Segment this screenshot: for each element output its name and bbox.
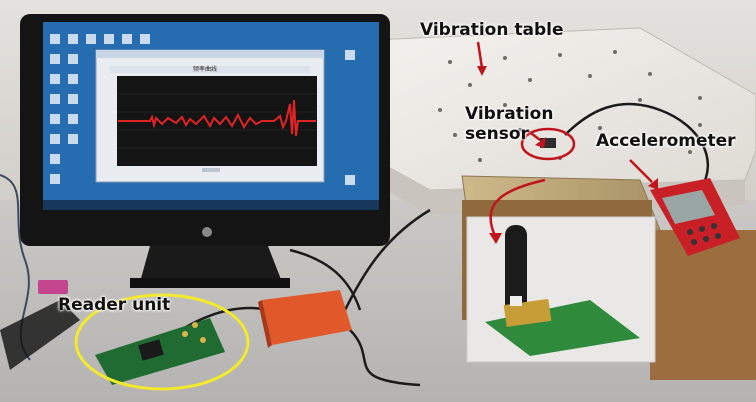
keyboard xyxy=(0,300,80,370)
reader-board xyxy=(95,318,225,385)
cardboard-box xyxy=(650,230,756,380)
reader-unit-label: Reader unit xyxy=(58,295,171,315)
signal-trace xyxy=(118,99,316,137)
arrow-head-accelerometer xyxy=(648,178,658,190)
usb-dongle xyxy=(38,280,68,294)
cables xyxy=(149,102,710,387)
monitor-stand xyxy=(130,227,290,288)
arrow-head-inset xyxy=(489,233,502,244)
annotation-arrows xyxy=(476,41,653,239)
vibration-sensor-label: Vibration sensor xyxy=(465,104,554,144)
reader-highlight-ellipse xyxy=(74,293,250,391)
sensor-highlight-circle xyxy=(520,127,576,161)
interrogator-box xyxy=(258,290,352,348)
window-title: 频率曲线 xyxy=(193,65,217,73)
vibration-sensor-device xyxy=(540,138,556,148)
accelerometer-device xyxy=(650,178,740,256)
accelerometer-label: Accelerometer xyxy=(596,131,736,151)
vibration-table-label: Vibration table xyxy=(420,20,564,40)
app-window: 频率曲线 xyxy=(95,49,325,183)
antenna xyxy=(505,225,527,317)
arrow-head-sensor xyxy=(535,137,546,148)
arrow-head-table xyxy=(477,66,487,76)
sensor-closeup-inset xyxy=(466,216,656,363)
